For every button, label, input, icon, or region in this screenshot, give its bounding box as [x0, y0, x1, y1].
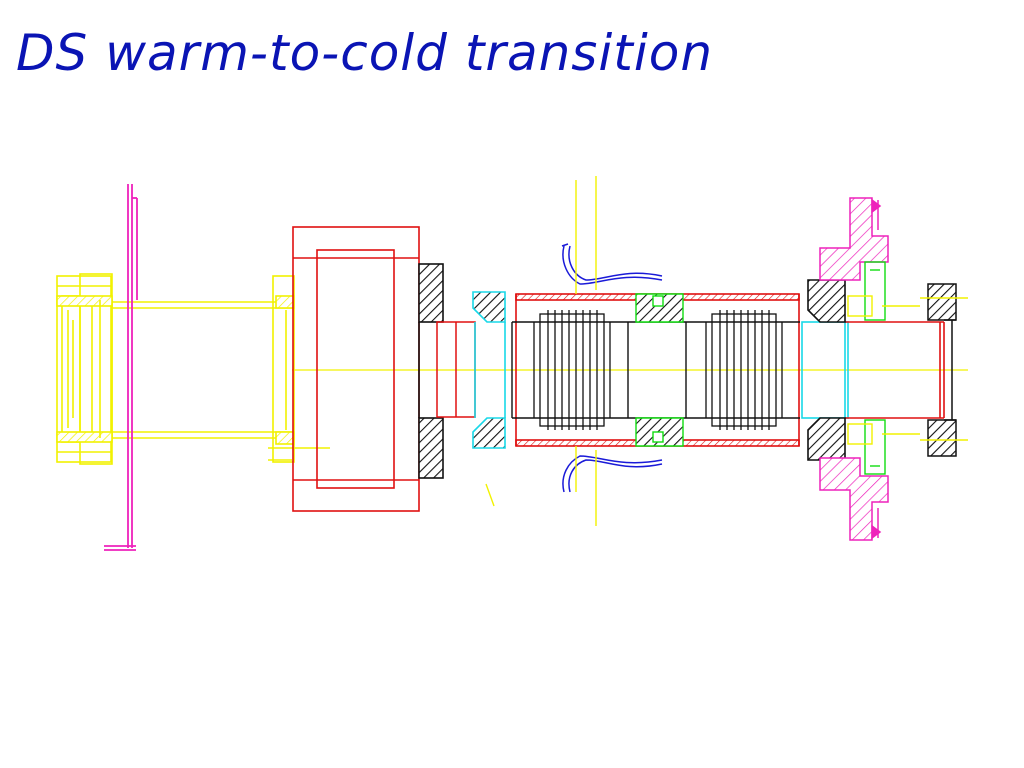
center-support-flange	[635, 293, 684, 447]
cryostat-wall-lines	[485, 176, 597, 526]
right-cold-pipe	[845, 321, 945, 419]
right-yellow-bolts	[847, 295, 920, 445]
magnet-yoke-block	[292, 226, 420, 512]
cyan-flange-left	[472, 291, 506, 449]
left-flange-assembly	[56, 273, 113, 465]
right-green-clamp	[864, 261, 886, 475]
cold-mass-ring	[418, 263, 444, 479]
end-flange-right	[927, 283, 957, 457]
slide-title: DS warm-to-cold transition	[16, 24, 714, 82]
thermal-shield-curves	[561, 243, 663, 493]
vacuum-wall-right	[819, 197, 889, 541]
vacuum-wall-left	[104, 184, 138, 551]
end-flange-yellow-marks	[920, 297, 968, 441]
bellows-right	[705, 310, 783, 430]
right-black-flange	[807, 279, 846, 461]
bellows-left	[533, 310, 611, 430]
left-warm-pipe	[112, 275, 330, 463]
